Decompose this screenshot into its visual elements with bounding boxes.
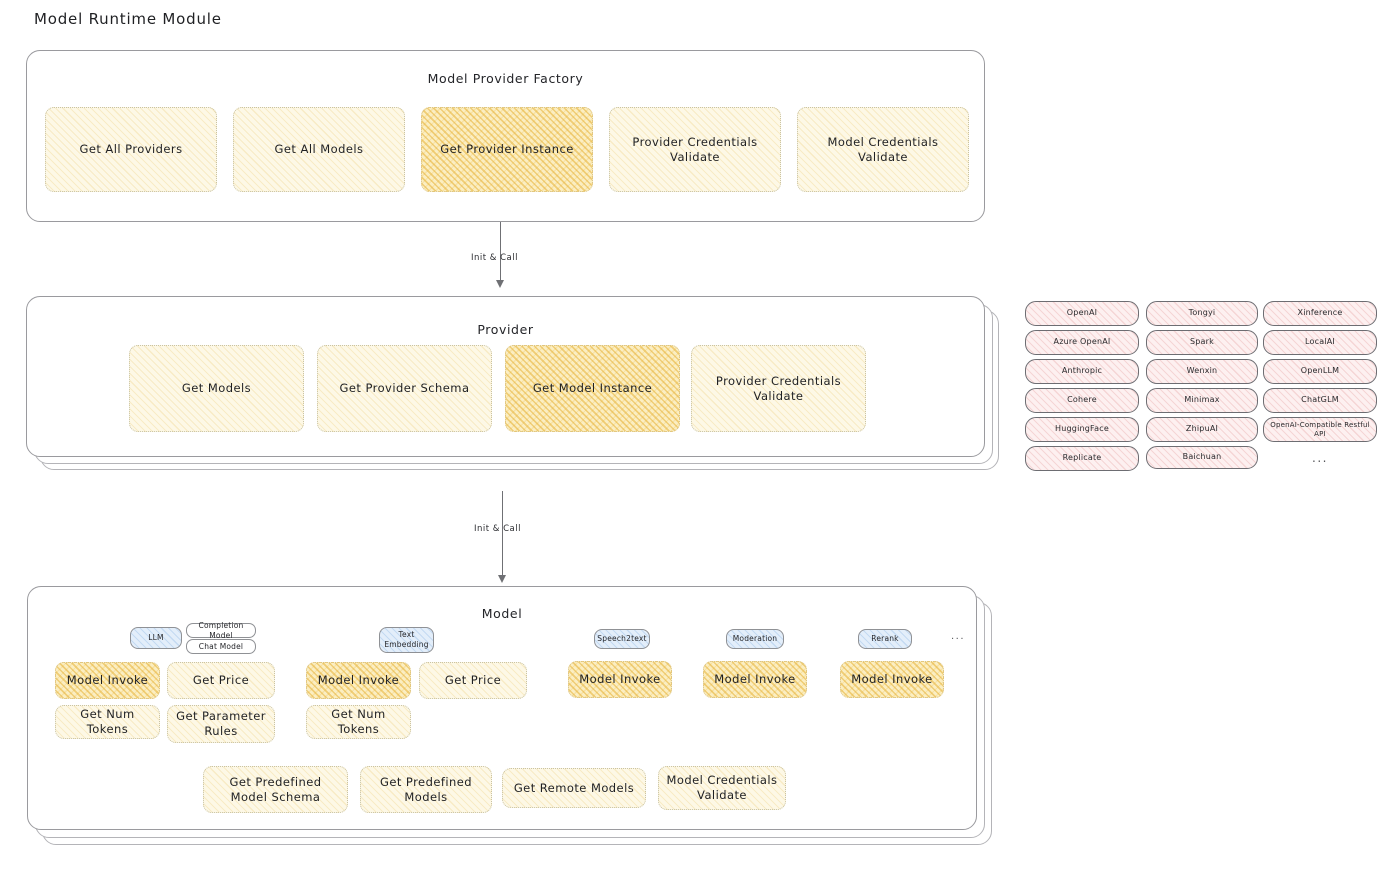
model-shared-get-predefined-models[interactable]: Get Predefined Models bbox=[360, 766, 492, 813]
provider-chip[interactable]: Xinference bbox=[1263, 301, 1377, 326]
factory-node-model-credentials-validate[interactable]: Model Credentials Validate bbox=[797, 107, 969, 192]
arrow-provider-to-model-label: Init & Call bbox=[474, 524, 521, 534]
model-method-llm-model-invoke[interactable]: Model Invoke bbox=[55, 662, 160, 699]
model-type-tag-text-embedding[interactable]: Text Embedding bbox=[379, 627, 434, 653]
provider-node-get-models[interactable]: Get Models bbox=[129, 345, 304, 432]
arrow-factory-to-provider bbox=[495, 222, 510, 290]
model-method-moderation-model-invoke[interactable]: Model Invoke bbox=[703, 661, 807, 698]
provider-chip[interactable]: Wenxin bbox=[1146, 359, 1258, 384]
model-shared-get-predefined-model-schema[interactable]: Get Predefined Model Schema bbox=[203, 766, 348, 813]
model-method-llm-get-num-tokens[interactable]: Get Num Tokens bbox=[55, 705, 160, 739]
page-title: Model Runtime Module bbox=[34, 10, 222, 28]
provider-chip[interactable]: OpenAI bbox=[1025, 301, 1139, 326]
factory-node-get-all-providers[interactable]: Get All Providers bbox=[45, 107, 217, 192]
model-type-tag-speech2text[interactable]: Speech2text bbox=[594, 629, 650, 649]
provider-chip[interactable]: ChatGLM bbox=[1263, 388, 1377, 413]
arrow-factory-to-provider-label: Init & Call bbox=[471, 253, 518, 263]
provider-chip[interactable]: Azure OpenAI bbox=[1025, 330, 1139, 355]
arrow-provider-to-model bbox=[497, 491, 512, 586]
model-type-tag-rerank[interactable]: Rerank bbox=[858, 629, 912, 649]
model-method-embedding-get-price[interactable]: Get Price bbox=[419, 662, 527, 699]
factory-node-provider-credentials-validate[interactable]: Provider Credentials Validate bbox=[609, 107, 781, 192]
model-shared-model-credentials-validate[interactable]: Model Credentials Validate bbox=[658, 766, 786, 810]
model-method-speech2text-model-invoke[interactable]: Model Invoke bbox=[568, 661, 672, 698]
factory-node-get-provider-instance[interactable]: Get Provider Instance bbox=[421, 107, 593, 192]
provider-chip[interactable]: HuggingFace bbox=[1025, 417, 1139, 442]
model-method-rerank-model-invoke[interactable]: Model Invoke bbox=[840, 661, 944, 698]
provider-node-get-model-instance[interactable]: Get Model Instance bbox=[505, 345, 680, 432]
provider-chip[interactable]: OpenLLM bbox=[1263, 359, 1377, 384]
model-method-llm-get-parameter-rules[interactable]: Get Parameter Rules bbox=[167, 705, 275, 743]
model-method-embedding-get-num-tokens[interactable]: Get Num Tokens bbox=[306, 705, 411, 739]
provider-chip[interactable]: Cohere bbox=[1025, 388, 1139, 413]
model-method-llm-get-price[interactable]: Get Price bbox=[167, 662, 275, 699]
provider-chip[interactable]: Spark bbox=[1146, 330, 1258, 355]
model-method-embedding-model-invoke[interactable]: Model Invoke bbox=[306, 662, 411, 699]
model-shared-get-remote-models[interactable]: Get Remote Models bbox=[502, 768, 646, 808]
provider-chip[interactable]: ZhipuAI bbox=[1146, 417, 1258, 442]
provider-chip[interactable]: LocalAI bbox=[1263, 330, 1377, 355]
provider-chip[interactable]: Replicate bbox=[1025, 446, 1139, 471]
provider-chip[interactable]: Tongyi bbox=[1146, 301, 1258, 326]
model-type-tag-llm[interactable]: LLM bbox=[130, 627, 182, 649]
provider-title: Provider bbox=[477, 322, 534, 337]
provider-chip[interactable]: Minimax bbox=[1146, 388, 1258, 413]
provider-node-get-provider-schema[interactable]: Get Provider Schema bbox=[317, 345, 492, 432]
provider-chip[interactable]: Anthropic bbox=[1025, 359, 1139, 384]
provider-node-provider-credentials-validate[interactable]: Provider Credentials Validate bbox=[691, 345, 866, 432]
model-type-tag-moderation[interactable]: Moderation bbox=[726, 629, 784, 649]
model-title: Model bbox=[481, 606, 523, 621]
provider-list-more: ... bbox=[1312, 451, 1328, 465]
provider-chip[interactable]: Baichuan bbox=[1146, 446, 1258, 469]
model-subtag-completion-model[interactable]: Completion Model bbox=[186, 621, 256, 640]
model-types-more: ... bbox=[951, 631, 966, 642]
factory-node-get-all-models[interactable]: Get All Models bbox=[233, 107, 405, 192]
model-subtag-chat-model[interactable]: Chat Model bbox=[186, 639, 256, 654]
model-provider-factory-title: Model Provider Factory bbox=[427, 71, 584, 86]
provider-chip[interactable]: OpenAI-Compatible Restful API bbox=[1263, 417, 1377, 442]
